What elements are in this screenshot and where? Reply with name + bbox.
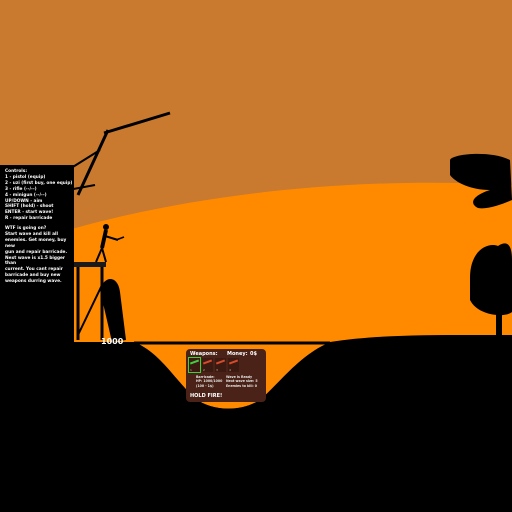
weapon-slot-minigun[interactable]: 4 bbox=[228, 358, 239, 372]
slot-number: 3 bbox=[216, 368, 218, 372]
controls-help: Controls: 1 - pistol (equip) 2 - uzi (fi… bbox=[5, 169, 75, 222]
wave-info: Wave is Ready Next wave size: 5 Enemies … bbox=[226, 375, 264, 388]
barricade-info-line: Barricade: bbox=[196, 375, 215, 379]
controls-line: SHIFT (hold) - shoot bbox=[5, 204, 54, 210]
rifle-icon bbox=[215, 359, 226, 365]
barricade bbox=[100, 278, 126, 342]
weapons-label: Weapons: bbox=[190, 351, 218, 357]
weapon-slot-rifle[interactable]: 3 bbox=[215, 358, 226, 372]
money-label: Money: bbox=[227, 351, 248, 357]
controls-line: UP/DOWN - aim bbox=[5, 198, 43, 204]
controls-line: R - repair barricade bbox=[5, 216, 53, 222]
weapon-slot-uzi[interactable]: 2 bbox=[202, 358, 213, 372]
controls-line: 3 - rifle (--/--) bbox=[5, 186, 37, 192]
wave-info-line: Wave is Ready bbox=[226, 375, 253, 379]
barricade-hp: 1000 bbox=[101, 337, 124, 346]
uzi-icon bbox=[202, 359, 213, 365]
watchtower-wall bbox=[0, 165, 74, 345]
barricade-info-line: HP: 1000/1000 bbox=[196, 379, 223, 384]
status-message: HOLD FIRE! bbox=[190, 393, 223, 399]
controls-line: Controls: bbox=[5, 169, 28, 174]
help-title: WTF is going on? bbox=[5, 226, 47, 231]
crane-mast bbox=[76, 129, 110, 196]
setting-sun bbox=[62, 182, 512, 345]
slot-number: 4 bbox=[229, 368, 231, 372]
ground-silhouette bbox=[0, 334, 512, 512]
help-line: Start wave and kill all bbox=[5, 231, 58, 237]
controls-line: 1 - pistol (equip) bbox=[5, 174, 46, 180]
controls-line: ENTER - start wave! bbox=[5, 210, 54, 216]
tower-brace bbox=[77, 284, 103, 336]
help-line: enemies. Get money, buy new bbox=[5, 237, 67, 249]
help-line: gun and repair barricade. bbox=[5, 249, 68, 255]
player-gunman bbox=[95, 224, 125, 263]
help-text: WTF is going on? Start wave and kill all… bbox=[5, 226, 75, 285]
pistol-icon bbox=[189, 359, 200, 365]
weapon-slot-pistol[interactable]: 1 bbox=[188, 357, 201, 373]
help-line: current. You cant repair bbox=[5, 267, 63, 273]
tree-foliage bbox=[470, 243, 512, 316]
weapon-slots: 1 2 3 4 bbox=[188, 357, 263, 373]
minigun-icon bbox=[228, 359, 239, 365]
smoke-cloud bbox=[450, 153, 512, 209]
tower-platform bbox=[74, 262, 106, 267]
hud-panel: Weapons: Money: 0$ 1 2 3 4 Barricade: HP… bbox=[186, 349, 266, 402]
barricade-info-line: (100 - 1$) bbox=[196, 383, 214, 388]
controls-line: 4 - minigun (--/--) bbox=[5, 192, 47, 198]
slot-number: 1 bbox=[190, 368, 192, 372]
crane-brace-lower bbox=[67, 184, 96, 191]
help-line: weapons durring wave. bbox=[5, 279, 62, 285]
barricade-info: Barricade: HP: 1000/1000 (100 - 1$) bbox=[196, 375, 226, 388]
slot-number: 2 bbox=[203, 368, 205, 372]
wave-info-line: Next wave size: 5 bbox=[226, 379, 258, 384]
controls-line: 2 - uzi (first buy, one equip) bbox=[5, 180, 73, 186]
crane-arm bbox=[103, 111, 171, 135]
tree-trunk bbox=[496, 300, 502, 338]
money-value: 0$ bbox=[250, 351, 257, 357]
help-line: Next wave is x1.5 bigger than bbox=[5, 255, 66, 267]
crane-brace-upper bbox=[67, 149, 101, 171]
wave-info-line: Enemies to kill: 0 bbox=[226, 383, 258, 388]
help-line: barricade and buy new bbox=[5, 273, 61, 279]
